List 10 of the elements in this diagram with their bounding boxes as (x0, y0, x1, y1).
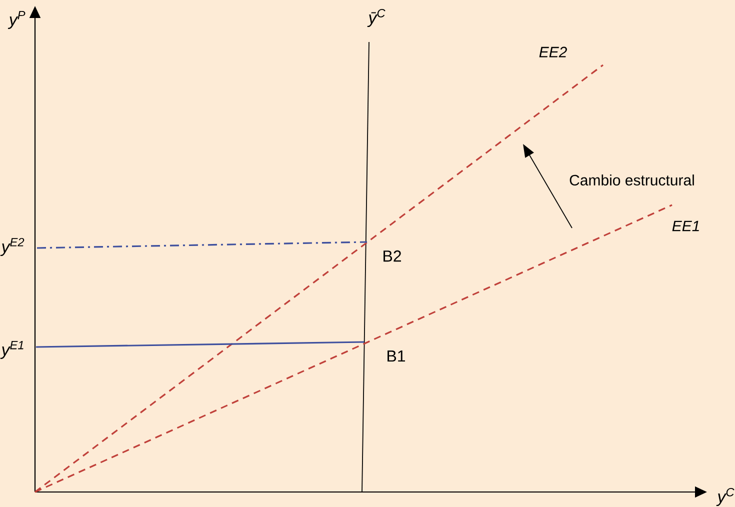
axis-label: y$^{P}$ (8, 11, 26, 29)
point-label: B1 (388, 350, 405, 362)
axis-label: y$^{C}$ (716, 488, 734, 506)
point-label: B2 (384, 250, 401, 262)
curve-label: ȳ$^{C}$ (367, 8, 386, 28)
axis-label: y$^{E1}$ (0, 341, 24, 359)
shift-label: Cambio estructural (570, 174, 694, 186)
curve-label: EE2 (539, 46, 567, 58)
curve-label: EE1 (672, 220, 699, 232)
axis-label: y$^{E2}$ (0, 238, 24, 256)
